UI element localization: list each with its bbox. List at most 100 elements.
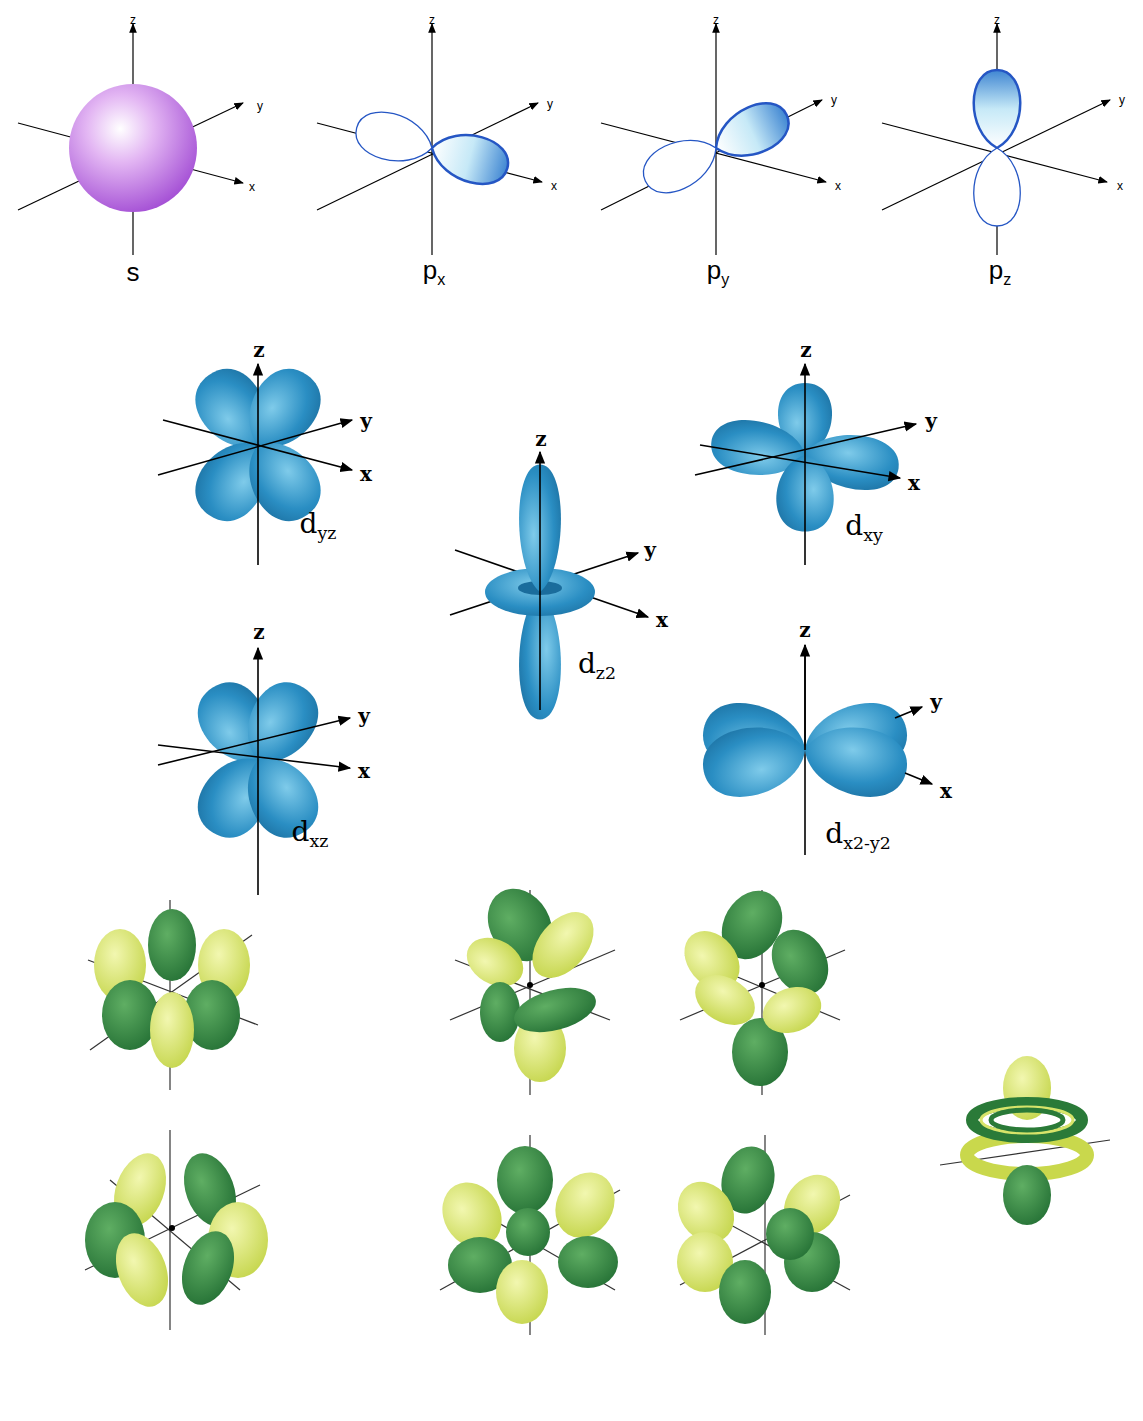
dyz-orbital (158, 357, 352, 565)
axis-label: s (127, 259, 140, 285)
axis-line (700, 445, 900, 478)
px-orbital (317, 24, 542, 255)
axis-label: x (249, 181, 255, 193)
f-lobe (544, 1162, 626, 1249)
axis-label: x (908, 473, 920, 493)
f-lobe (686, 965, 763, 1035)
dx2-y2-orbital (697, 645, 932, 855)
axis-label: z (713, 14, 719, 26)
axis-label: x (358, 761, 370, 781)
axis-line (317, 123, 542, 182)
f-lobe (1003, 1165, 1051, 1225)
axis-label: x (656, 610, 668, 630)
orbital-name: px (423, 257, 446, 283)
axis-label: x (360, 464, 372, 484)
hollow-lobe (351, 105, 438, 170)
f-lobe (756, 979, 827, 1041)
nucleus-dot (759, 982, 765, 988)
f-lobe (480, 982, 520, 1042)
orbital-name: dxz (292, 818, 329, 846)
orbital-subscript: xy (863, 525, 883, 545)
dz2-orbital (450, 452, 648, 720)
orbital-subscript: z2 (596, 663, 616, 683)
f-lobe (497, 1146, 553, 1214)
orbital-name: dxy (845, 512, 883, 540)
f-orbital (85, 1130, 268, 1330)
axis-line (317, 103, 538, 210)
nucleus-dot (169, 1225, 175, 1231)
orbital-subscript: x2-y2 (843, 833, 891, 853)
axis-line (257, 364, 259, 565)
d-lobe (697, 717, 812, 805)
orbital-subscript: yz (317, 523, 336, 543)
axis-line (163, 420, 352, 470)
axis-label: z (800, 340, 811, 360)
s-orbital (18, 24, 243, 255)
orbital-subscript: z (1003, 270, 1011, 288)
dxy-orbital (695, 364, 916, 565)
f-lobe (102, 980, 158, 1050)
orbital-subscript: xz (310, 831, 329, 851)
axis-label: z (994, 14, 1000, 26)
f-lobe (106, 1226, 177, 1314)
axis-label: z (799, 620, 810, 640)
filled-lobe (974, 70, 1021, 148)
f-lobe (509, 980, 600, 1040)
axis-label: y (925, 411, 937, 431)
axis-label: y (930, 692, 942, 712)
axis-label: x (551, 180, 557, 192)
axis-line (905, 773, 932, 784)
f-lobe (520, 900, 606, 989)
filled-lobe (426, 126, 513, 191)
axis-label: y (547, 98, 553, 110)
orbital-subscript: y (721, 270, 729, 288)
axis-line (539, 452, 541, 710)
axis-line (158, 745, 350, 768)
sphere-lobe (69, 84, 197, 212)
py-orbital (601, 24, 826, 255)
f-orbital (673, 880, 845, 1095)
axis-label: x (940, 781, 952, 801)
f-orbital (431, 1135, 626, 1335)
f-lobe (148, 909, 196, 981)
axis-label: x (835, 180, 841, 192)
axis-label: y (1119, 94, 1125, 106)
axis-label: x (1117, 180, 1123, 192)
orbital-name: dz2 (578, 650, 616, 678)
f-lobe (719, 1260, 771, 1324)
dxz-orbital (158, 648, 350, 895)
axis-label: z (130, 14, 136, 26)
orbital-subscript: x (437, 270, 445, 288)
orbital-name: dyz (300, 510, 337, 538)
axis-line (804, 645, 806, 750)
axis-label: z (253, 340, 264, 360)
axis-label: y (360, 411, 372, 431)
f-ring (981, 1107, 1073, 1133)
filled-lobe (706, 94, 796, 169)
axis-label: z (429, 14, 435, 26)
orbital-name: pz (989, 257, 1012, 283)
nucleus-dot (527, 982, 533, 988)
axis-line (431, 24, 432, 255)
axis-line (158, 718, 350, 765)
f-lobe (150, 992, 194, 1068)
f-ring (991, 1110, 1063, 1130)
f-ring (972, 1103, 1082, 1137)
axis-line (158, 420, 352, 475)
f-orbital (450, 877, 615, 1095)
f-lobe (172, 1224, 243, 1312)
axis-label: z (535, 429, 546, 449)
f-lobe (558, 1236, 618, 1288)
f-orbital (940, 1056, 1110, 1225)
axis-label: z (253, 622, 264, 642)
pz-orbital (882, 24, 1110, 255)
orbital-name: py (707, 257, 730, 283)
axis-label: y (358, 706, 370, 726)
d-lobe (798, 717, 913, 805)
f-orbital (666, 1135, 851, 1335)
axis-label: y (831, 94, 837, 106)
axis-line (804, 645, 806, 855)
axis-line (804, 364, 806, 565)
axis-label: y (644, 540, 656, 560)
